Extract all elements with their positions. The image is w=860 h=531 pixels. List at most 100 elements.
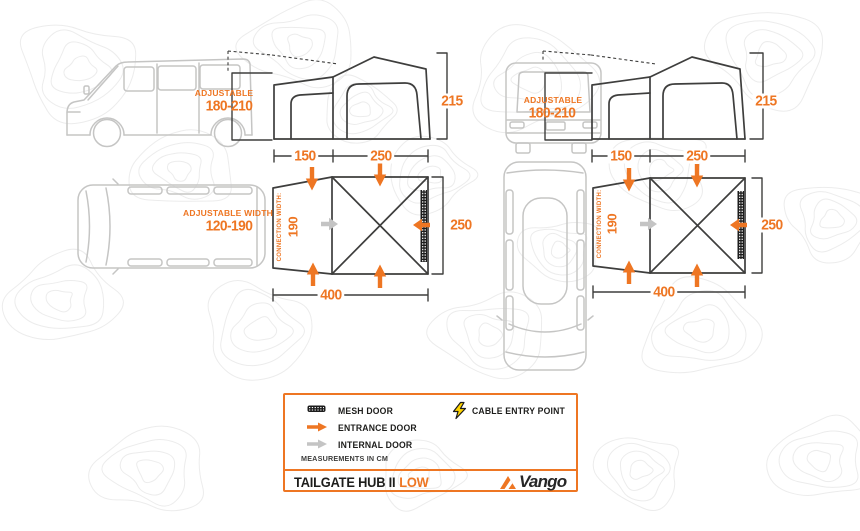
connection-width-dimension: 190: [604, 213, 620, 235]
contour-line: [390, 135, 479, 216]
measurements-note: MEASUREMENTS IN CM: [301, 454, 389, 463]
internal-door-label: INTERNAL DOOR: [338, 440, 413, 450]
entrance-door-arrow: [373, 264, 387, 288]
legend-divider: [283, 469, 578, 471]
internal-door-arrow: [640, 217, 657, 231]
entrance-door-icon: [307, 422, 327, 432]
entrance-door-arrow: [413, 218, 430, 232]
adjustable-height-range: 180-210: [528, 104, 576, 122]
contour-line: [151, 152, 202, 193]
contour-line: [651, 290, 747, 361]
plan-width-dimension: 250: [450, 216, 472, 234]
contour-line: [230, 302, 294, 353]
entrance-door-arrow: [305, 167, 319, 191]
contour-line: [45, 289, 73, 313]
entrance-door-arrow: [730, 218, 747, 232]
contour-line: [819, 208, 845, 229]
contour-line: [417, 165, 442, 184]
contour-line: [799, 191, 860, 253]
contour-line: [493, 51, 562, 104]
van-side-view: [66, 58, 253, 148]
plan-width-dimension: 250: [758, 217, 786, 233]
mesh-door-label: MESH DOOR: [338, 406, 394, 416]
tunnel-depth-dimension: 150: [607, 148, 635, 164]
contour-line: [778, 430, 859, 488]
contour-line: [30, 280, 88, 322]
entrance-door-arrow: [690, 164, 704, 188]
contour-line: [407, 155, 456, 192]
product-name: TAILGATE HUB II: [294, 475, 396, 490]
contour-line: [637, 148, 684, 193]
contour-line: [619, 450, 665, 491]
contour-line: [606, 442, 671, 502]
cable-entry-label: CABLE ENTRY POINT: [472, 406, 566, 416]
door-arrows: [305, 163, 747, 288]
connection-width-label: CONNECTION WIDTH:: [277, 192, 283, 262]
internal-door-icon: [307, 439, 327, 449]
product-variant: LOW: [399, 475, 429, 490]
van-plan-view-rear-attach: [496, 161, 594, 371]
entrance-door-arrow: [306, 262, 320, 286]
contour-line: [88, 425, 204, 512]
vango-logo-text: Vango: [519, 472, 567, 491]
height-dimension: 215: [438, 93, 466, 109]
legend-box: [283, 393, 578, 492]
contour-line: [101, 438, 187, 507]
contour-line: [810, 198, 858, 240]
contour-line: [1, 248, 124, 341]
height-dimension: 215: [752, 93, 780, 109]
plan-length-dimension: 400: [317, 287, 345, 303]
contour-line: [592, 437, 680, 512]
van-rear-view: [505, 62, 602, 154]
plan-length-dimension: 400: [650, 284, 678, 300]
contour-line: [754, 41, 787, 68]
entrance-door-arrow: [622, 260, 636, 284]
contour-line: [220, 288, 305, 367]
contour-line: [397, 457, 442, 490]
contour-line: [806, 449, 832, 473]
contour-line: [166, 160, 192, 182]
contour-line: [207, 279, 313, 381]
connection-width-label: CONNECTION WIDTH:: [597, 189, 603, 259]
contour-line: [682, 318, 715, 343]
awning-side-view-rear: [591, 56, 746, 140]
contour-line: [792, 442, 844, 483]
attachment-guide-dashes: [227, 50, 657, 72]
contour-line: [138, 142, 215, 200]
adjustable-width-label: ADJUSTABLE WIDTH: [183, 207, 273, 218]
connection-width-dimension: 190: [285, 216, 301, 238]
contour-line: [783, 186, 860, 264]
contour-line: [641, 276, 763, 374]
contour-line: [243, 316, 278, 341]
contour-line: [648, 158, 675, 182]
contour-line: [766, 414, 860, 496]
adjustable-height-label: ADJUSTABLE: [194, 87, 254, 98]
contour-line: [472, 24, 601, 134]
contour-line: [119, 450, 176, 496]
contour-line: [326, 74, 398, 144]
contour-line: [743, 29, 804, 83]
entrance-door-arrow: [373, 163, 387, 187]
contour-line: [332, 82, 394, 135]
contour-line: [664, 304, 730, 354]
vango-logo-mark: [500, 475, 516, 489]
contour-line: [63, 55, 98, 82]
contour-line: [41, 29, 124, 109]
mesh-door-icon: [307, 405, 326, 412]
contour-line: [136, 459, 164, 484]
cable-entry-icon: [452, 401, 467, 420]
contour-line: [542, 232, 578, 268]
contour-line: [407, 466, 430, 484]
contour-line: [235, 0, 352, 89]
contour-line: [339, 91, 384, 126]
contour-line: [478, 322, 504, 347]
contour-line: [446, 307, 530, 370]
adjustable-width-range: 120-190: [205, 217, 253, 235]
contour-line: [480, 37, 581, 113]
contour-line: [703, 12, 824, 112]
contour-line: [19, 24, 137, 125]
contour-line: [463, 314, 515, 359]
main-depth-dimension: 250: [367, 148, 395, 164]
